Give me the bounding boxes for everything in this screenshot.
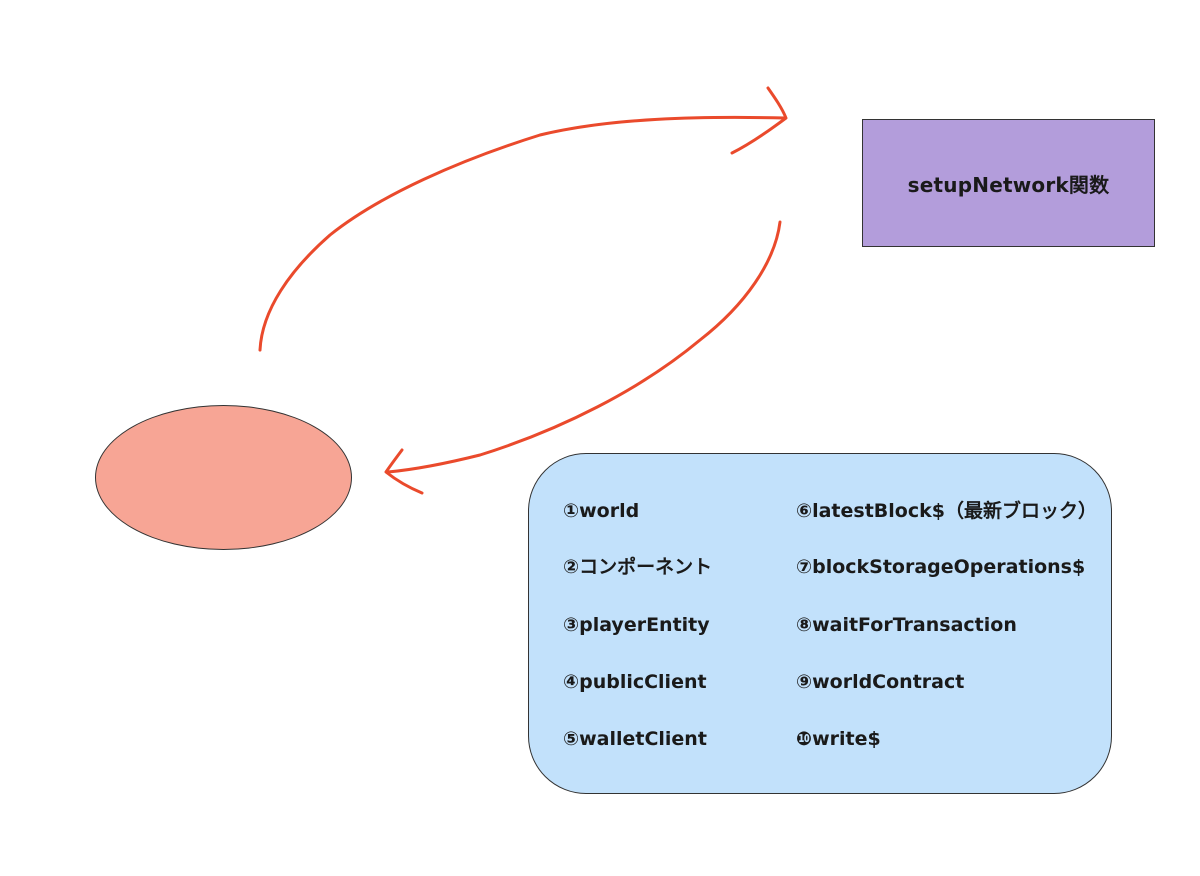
item-block-storage-operations: ⑦blockStorageOperations$ <box>796 556 1086 578</box>
item-latest-block: ⑥latestBlock$（最新ブロック） <box>796 500 1097 522</box>
arrow-to-app <box>386 220 782 474</box>
app-ellipse <box>95 405 352 550</box>
item-components: ②コンポーネント <box>563 556 713 578</box>
item-world-contract: ⑨worldContract <box>796 671 965 693</box>
setup-network-box: setupNetwork関数 <box>862 119 1155 247</box>
item-wait-for-transaction: ⑧waitForTransaction <box>796 614 1017 636</box>
arrow-to-network-head <box>730 86 788 155</box>
setup-network-label: setupNetwork関数 <box>907 172 1110 197</box>
item-public-client: ④publicClient <box>563 671 707 693</box>
item-wallet-client: ⑤walletClient <box>563 728 707 750</box>
item-player-entity: ③playerEntity <box>563 614 710 636</box>
arrow-to-network <box>258 115 787 352</box>
return-values-panel: ①world ②コンポーネント ③playerEntity ④publicCli… <box>528 453 1112 794</box>
arrow-to-app-head <box>384 448 424 495</box>
item-world: ①world <box>563 500 640 522</box>
item-write: ❿write$ <box>796 728 881 750</box>
